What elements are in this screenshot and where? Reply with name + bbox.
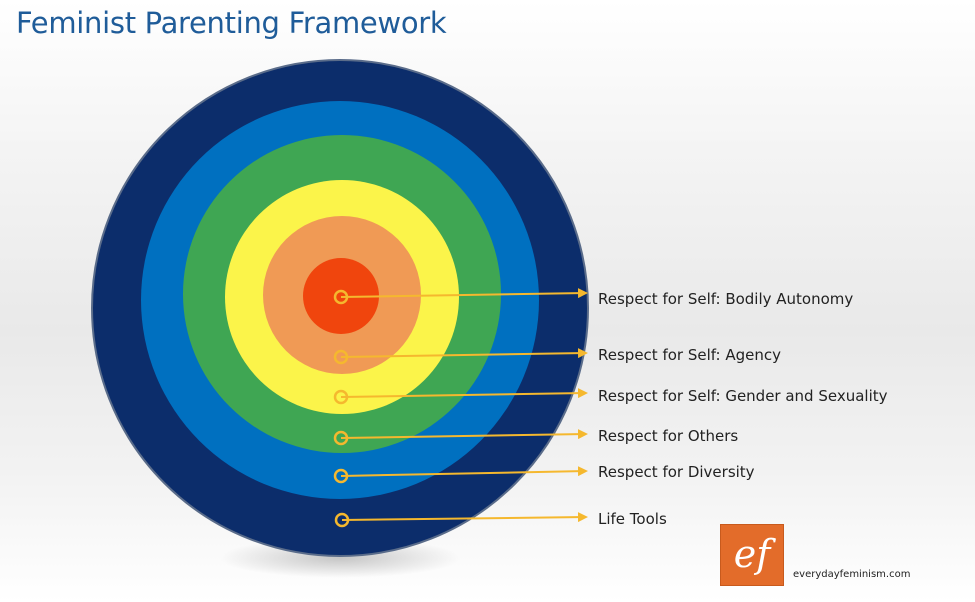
label-respect-for-diversity: Respect for Diversity [598, 463, 755, 481]
label-bodily-autonomy: Respect for Self: Bodily Autonomy [598, 290, 853, 308]
label-life-tools: Life Tools [598, 510, 667, 528]
page-title: Feminist Parenting Framework [16, 6, 447, 40]
connector-life-tools [334, 512, 588, 528]
label-respect-for-others: Respect for Others [598, 427, 738, 445]
everyday-feminism-logo: ef [720, 524, 784, 586]
label-agency: Respect for Self: Agency [598, 346, 781, 364]
connector-agency [333, 348, 588, 365]
site-url: everydayfeminism.com [793, 569, 911, 580]
connector-respect-for-diversity [333, 466, 588, 484]
connector-respect-for-others [333, 429, 588, 446]
connector-gender-and-sexuality [333, 388, 588, 405]
label-gender-and-sexuality: Respect for Self: Gender and Sexuality [598, 387, 888, 405]
connector-bodily-autonomy [333, 288, 588, 305]
